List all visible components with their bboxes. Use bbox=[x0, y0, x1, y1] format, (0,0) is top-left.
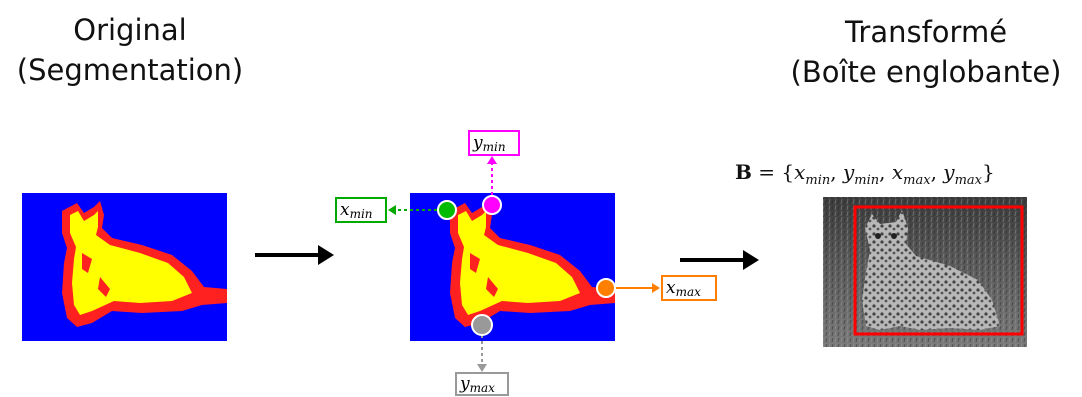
y-min-point bbox=[482, 195, 502, 215]
svg-text:xmin: xmin bbox=[340, 200, 373, 221]
bbox-formula: B = {xmin, ymin, xmax, ymax} bbox=[735, 160, 995, 188]
y-max-annotation: ymax bbox=[455, 314, 509, 396]
transformed-title-line1: Transformé bbox=[844, 15, 1008, 49]
original-title-line1: Original bbox=[73, 13, 187, 47]
grayscale-cat-photo bbox=[823, 197, 1027, 347]
svg-text:ymax: ymax bbox=[459, 374, 495, 395]
arrow-right-icon bbox=[255, 245, 334, 265]
y-max-point bbox=[471, 314, 493, 336]
bounding-box bbox=[853, 205, 1024, 336]
x-min-annotation: xmin bbox=[335, 197, 457, 223]
x-max-annotation: xmax bbox=[596, 275, 717, 301]
x-max-point bbox=[596, 278, 616, 298]
x-min-point bbox=[437, 200, 457, 220]
svg-text:xmax: xmax bbox=[666, 278, 701, 299]
transformed-title: Transformé (Boîte englobante) bbox=[770, 12, 1082, 92]
segmentation-image-original bbox=[22, 193, 227, 341]
original-title: Original (Segmentation) bbox=[10, 10, 250, 90]
svg-text:ymin: ymin bbox=[472, 133, 506, 154]
y-min-annotation: ymin bbox=[468, 130, 520, 215]
formula-symbol: B bbox=[735, 160, 752, 184]
original-title-line2: (Segmentation) bbox=[16, 53, 244, 87]
transformed-title-line2: (Boîte englobante) bbox=[790, 55, 1062, 89]
arrow-right-icon bbox=[680, 250, 759, 270]
